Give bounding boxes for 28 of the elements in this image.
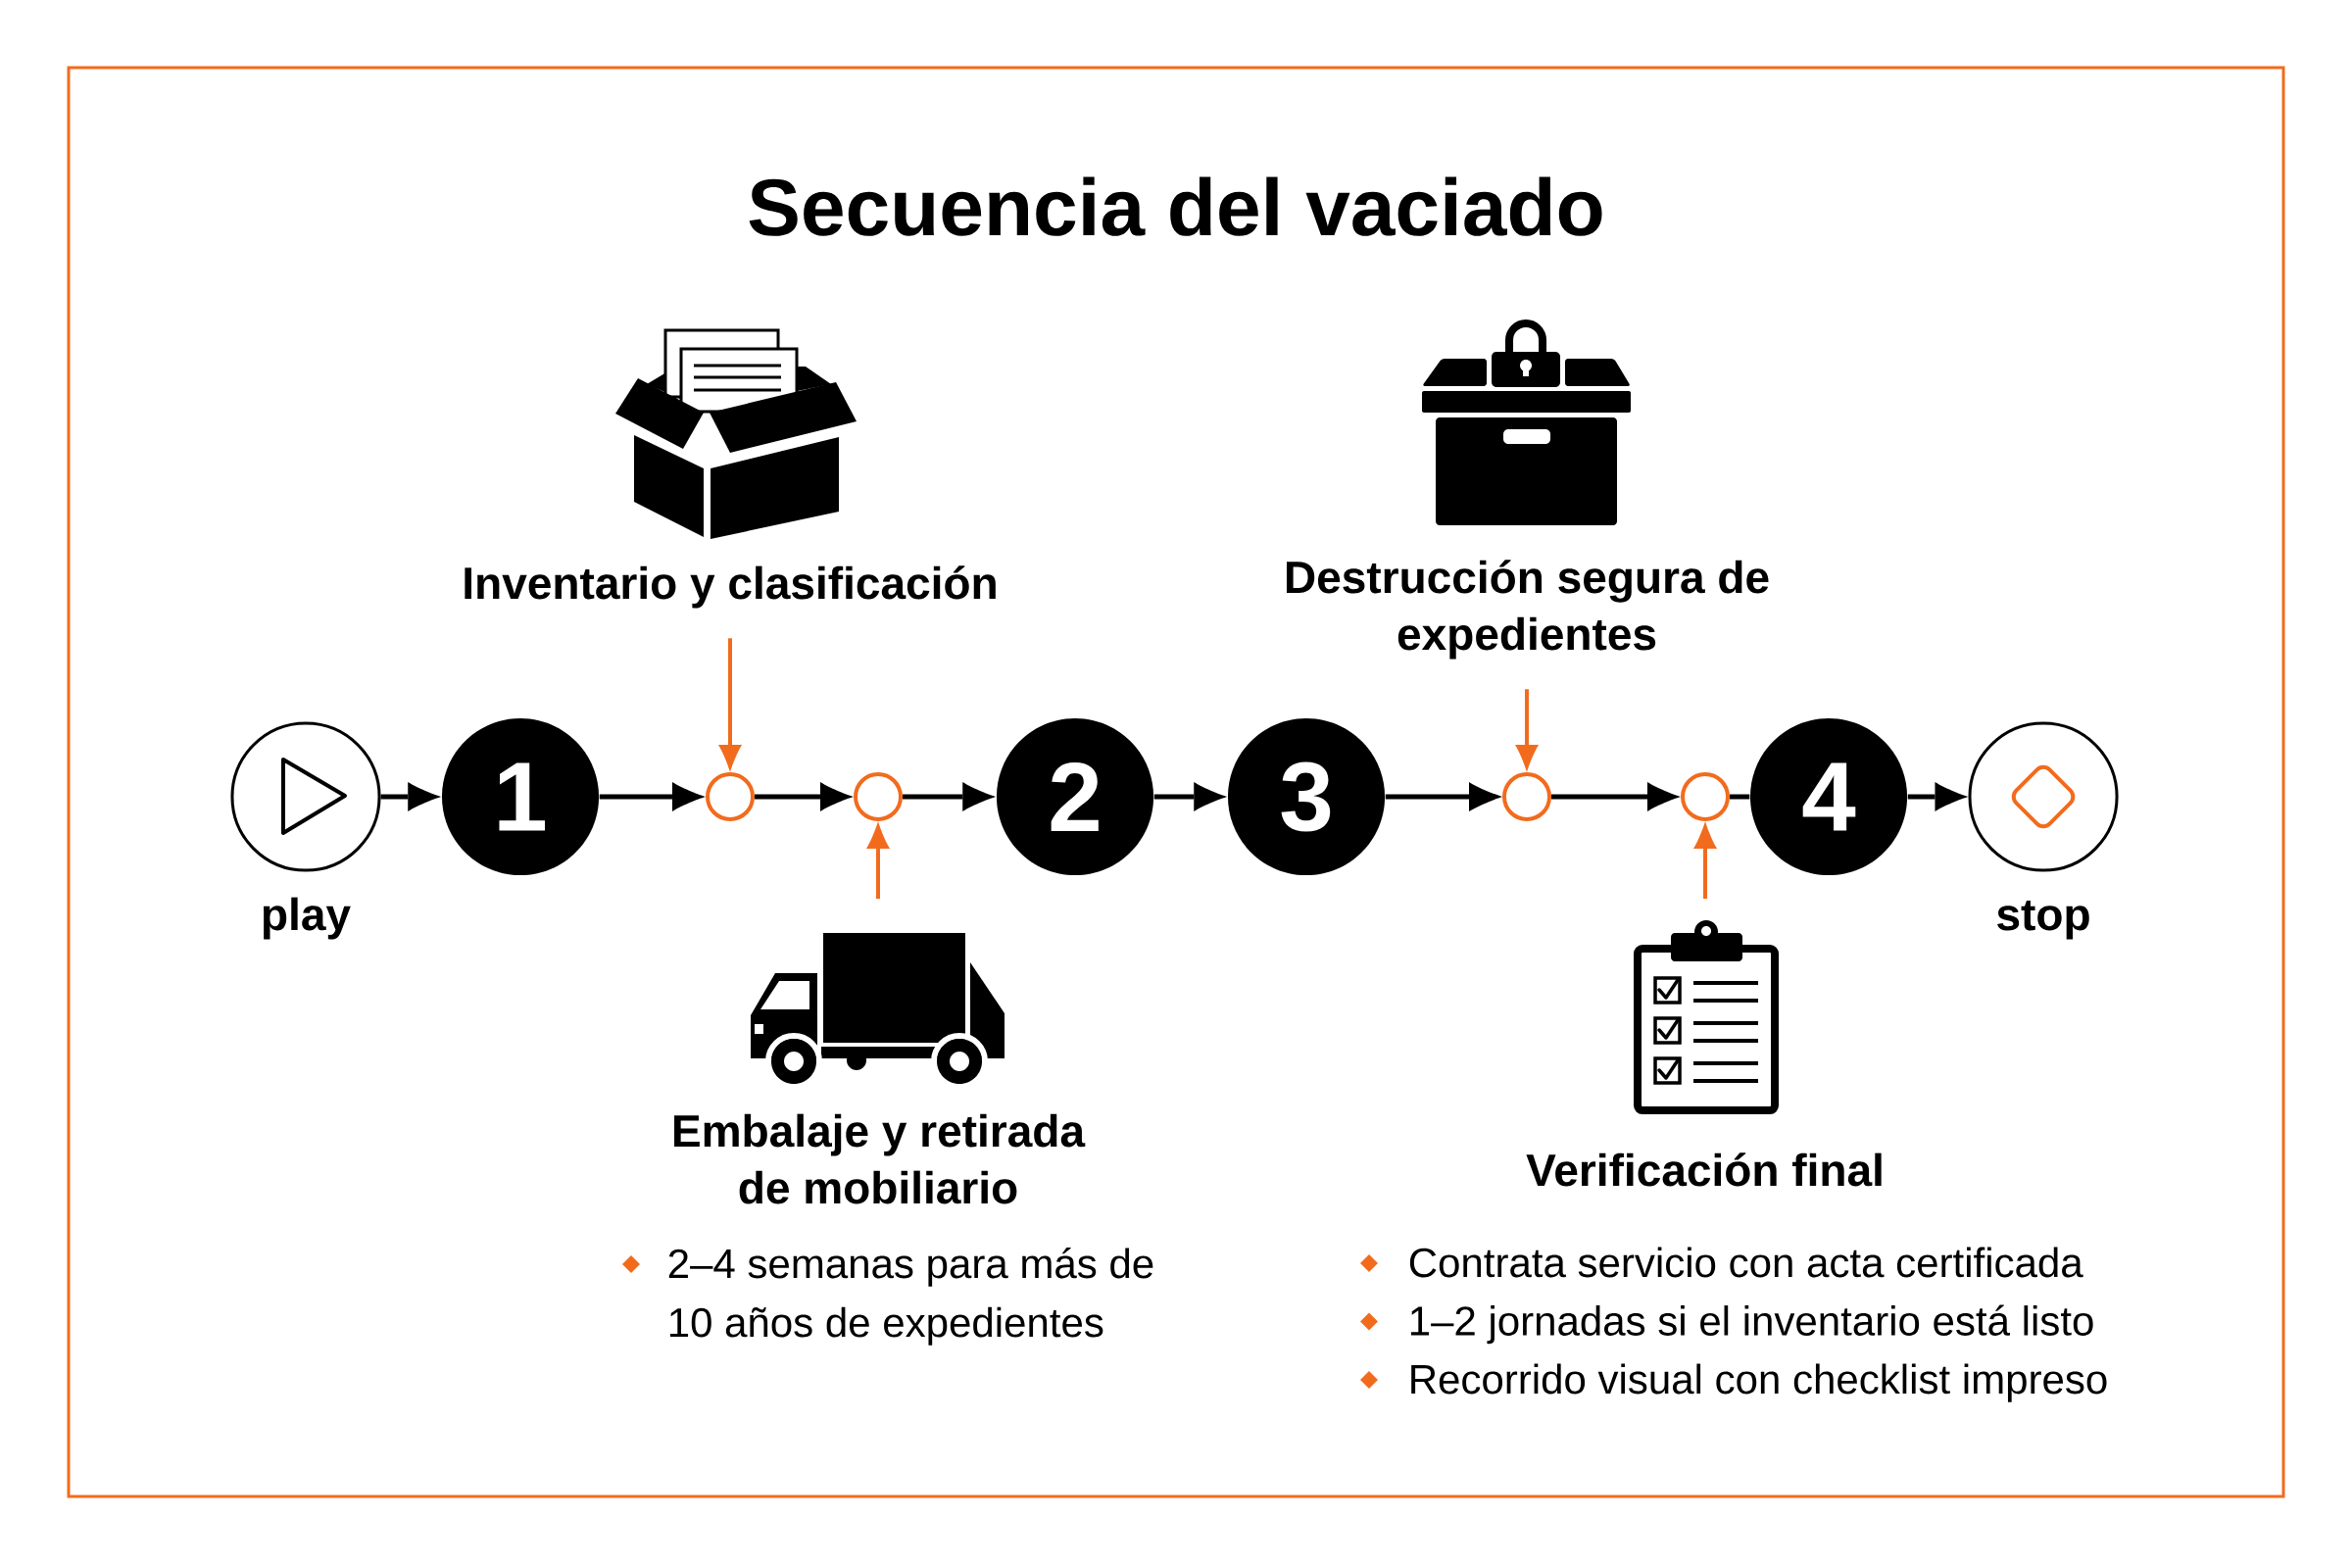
event-circle xyxy=(1681,772,1731,821)
arrow xyxy=(1385,782,1502,811)
arrow xyxy=(866,821,890,900)
arrow xyxy=(1693,821,1718,900)
circle-label: stop xyxy=(1997,900,2089,940)
event-circle xyxy=(706,772,756,821)
step-title: Embalaje y retirada de mobiliario xyxy=(674,1113,1086,1204)
bullet-text: Contrata servicio con acta certificada xyxy=(1409,1247,2083,1278)
bullet-text: Recorrido visual con checklist impreso xyxy=(1411,1363,2107,1402)
title: Secuencia del vaciado xyxy=(749,176,1602,236)
connector-line xyxy=(1730,794,1750,800)
event-circle xyxy=(1502,772,1552,821)
step-title: Verificación final xyxy=(1526,1152,1882,1187)
arrow xyxy=(718,638,742,772)
arrow xyxy=(903,782,997,811)
bullet-text: 1–2 jornadas si el inventario está listo xyxy=(1410,1304,2093,1345)
arrow xyxy=(755,782,854,811)
arrow xyxy=(1907,782,1969,811)
step-title: Destrucción segura de expedientes xyxy=(1287,560,1769,660)
event-circle xyxy=(854,772,903,821)
step-title: Inventario y clasificación xyxy=(465,565,996,609)
arrow xyxy=(599,782,706,811)
arrow xyxy=(380,782,442,811)
circle-label: play xyxy=(264,897,351,940)
bullet-text: 2–4 semanas para más de 10 años de expedientes xyxy=(668,1248,1153,1346)
arrow xyxy=(1551,782,1681,811)
arrow xyxy=(1515,689,1540,772)
arrow xyxy=(1153,782,1228,811)
